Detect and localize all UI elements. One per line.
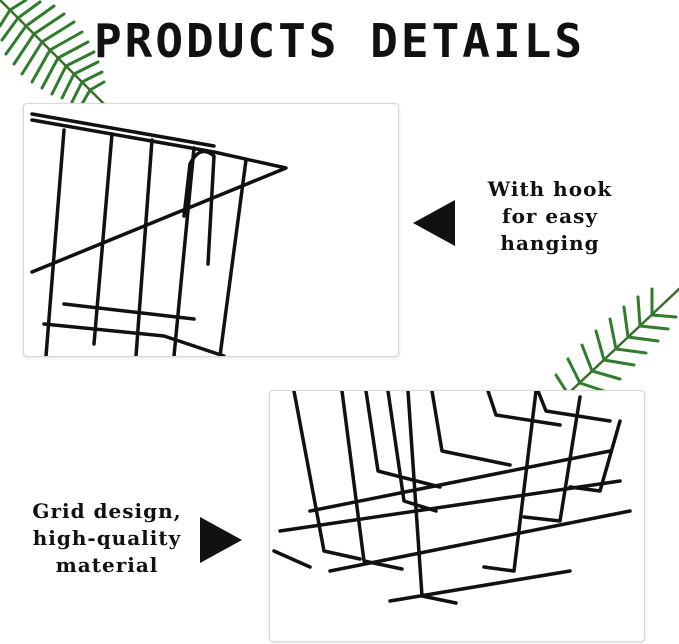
basket-hook-illustration [30, 112, 288, 356]
basket-grid-photo [269, 390, 645, 642]
feature-caption-grid: Grid design, high-quality material [32, 499, 182, 577]
feature-caption-hook: With hook for easy hanging [487, 177, 613, 255]
basket-grid-illustration [272, 391, 632, 605]
arrow-right-icon [200, 517, 242, 563]
page-title: PRODUCTS DETAILS [93, 14, 586, 68]
basket-hook-photo [23, 103, 399, 357]
palm-leaf-icon [552, 287, 679, 409]
palm-leaf-icon [0, 0, 110, 110]
arrow-left-icon [413, 200, 455, 246]
